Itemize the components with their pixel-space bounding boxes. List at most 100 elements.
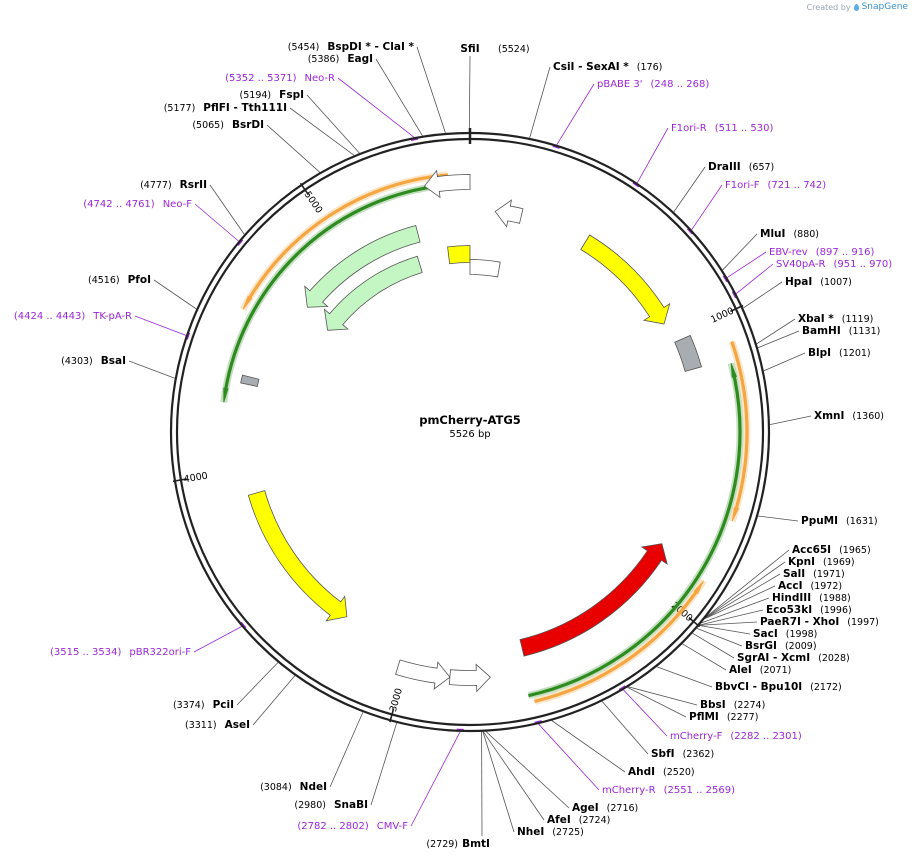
enzyme-site-pflfi-tth111i: PflFI - Tth111I(5177)	[164, 102, 287, 114]
enzyme-site-xbai: XbaI *(1119)	[798, 313, 873, 325]
feature-sv40-poly-a-signal	[674, 334, 702, 372]
site-position: (2725)	[552, 827, 584, 838]
scale-ticks: 10002000300040005000	[172, 182, 744, 723]
label-leader	[735, 263, 774, 294]
site-position: (1997)	[847, 617, 879, 628]
enzyme-site-paer7i-xhoi: PaeR7I - XhoI(1997)	[760, 616, 879, 628]
site-name: PpuMI	[801, 515, 838, 527]
label-leader	[673, 166, 706, 213]
label-leader	[627, 686, 687, 718]
site-position: (4777)	[140, 180, 172, 191]
label-leader	[706, 549, 790, 618]
enzyme-site-hpai: HpaI(1007)	[785, 276, 852, 288]
label-leader	[704, 585, 776, 619]
tick-mark	[172, 478, 187, 483]
site-position: (951 .. 970)	[833, 259, 892, 270]
tick-mark	[730, 304, 744, 313]
label-leader	[194, 203, 239, 242]
orf-arrow	[223, 183, 450, 403]
site-name: AhdI	[628, 766, 655, 778]
site-name: XmnI	[814, 410, 844, 422]
site-name: RsrII	[180, 179, 207, 191]
label-leader	[696, 627, 743, 647]
site-position: (2009)	[785, 641, 817, 652]
label-leader	[769, 415, 812, 426]
site-position: (5386)	[308, 54, 340, 65]
label-leader	[551, 720, 626, 773]
site-position: (248 .. 268)	[651, 79, 710, 90]
label-leader	[623, 689, 668, 737]
site-name: SbfI	[651, 748, 675, 760]
feature-mcherry	[519, 543, 668, 657]
site-position: (721 .. 742)	[767, 180, 826, 191]
site-name: NheI	[517, 826, 544, 838]
label-leader	[722, 233, 758, 271]
label-leader	[266, 124, 321, 173]
enzyme-site-ndei: NdeI(3084)	[260, 781, 327, 793]
site-position: (3311)	[185, 720, 217, 731]
enzyme-site-afei: AfeI(2724)	[547, 814, 610, 826]
label-leader	[636, 127, 669, 184]
site-position: (1965)	[839, 545, 871, 556]
site-name: SnaBI	[334, 799, 368, 811]
label-leader	[410, 731, 461, 827]
primer-site-cmv-f: CMV-F(2782 .. 2802)	[297, 821, 408, 832]
enzyme-site-bsai: BsaI (4303)	[61, 355, 126, 367]
label-leader	[289, 107, 355, 156]
site-position: (1131)	[849, 326, 881, 337]
enzyme-site-acc65i: Acc65I(1965)	[792, 544, 871, 556]
primer-site-neo-f: Neo-F(4742 .. 4761)	[83, 199, 192, 210]
map-center: pmCherry-ATG5 5526 bp	[419, 413, 521, 440]
site-name: F1ori-F	[725, 180, 760, 191]
enzyme-site-eco53ki: Eco53kI (1996)	[766, 604, 852, 616]
site-position: (3084)	[260, 782, 292, 793]
site-position: (5065)	[192, 120, 224, 131]
site-name: CMV-F	[377, 821, 408, 832]
enzyme-site-saci: SacI(1998)	[753, 628, 817, 640]
site-position: (1360)	[852, 411, 884, 422]
site-name: BsaI	[101, 355, 126, 367]
enzyme-site-draiii: DraIII(657)	[708, 161, 774, 173]
site-position: (2172)	[810, 682, 842, 693]
site-name: pBABE 3'	[597, 79, 643, 90]
site-name: mCherry-R	[602, 785, 656, 796]
enzyme-site-pfoi: PfoI(4516)	[88, 274, 151, 286]
site-position: (897 .. 916)	[816, 247, 875, 258]
label-leader	[209, 184, 245, 235]
site-position: (4424 .. 4443)	[14, 311, 86, 322]
site-name: SacI	[753, 628, 778, 640]
site-name: AfeI	[547, 814, 571, 826]
site-position: (176)	[637, 62, 663, 73]
site-position: (5194)	[240, 90, 272, 101]
site-name: BsrGI	[745, 640, 777, 652]
label-leader	[656, 666, 713, 688]
orf-arrow	[242, 173, 449, 310]
site-position: (5352 .. 5371)	[225, 73, 297, 84]
site-position: (4303)	[61, 356, 93, 367]
site-name: XbaI *	[798, 313, 834, 325]
site-position: (1996)	[820, 605, 852, 616]
label-leader	[236, 662, 279, 706]
watermark-brand: SnapGene	[861, 2, 908, 12]
site-name: TK-pA-R	[92, 311, 132, 322]
feature-f1-ori	[580, 234, 671, 325]
tick-label: 3000	[388, 687, 405, 713]
site-position: (4742 .. 4761)	[83, 199, 155, 210]
tick-label: 4000	[183, 471, 209, 486]
label-leader	[485, 731, 570, 809]
enzyme-site-alei: AleI(2071)	[729, 664, 791, 676]
label-leader	[704, 573, 781, 619]
site-name: pBR322ori-F	[129, 647, 191, 658]
site-name: SgrAI - XcmI	[737, 652, 810, 664]
plasmid-name: pmCherry-ATG5	[419, 413, 521, 427]
orf-arrow	[534, 580, 705, 703]
label-leader	[128, 360, 175, 379]
label-leader	[370, 722, 398, 806]
site-name: SalI	[783, 568, 805, 580]
site-position: (4516)	[88, 275, 120, 286]
site-name: DraIII	[708, 161, 741, 173]
enzyme-site-eagi: EagI(5386)	[308, 53, 373, 65]
site-name: Eco53kI	[766, 604, 812, 616]
site-name: BmtI	[462, 838, 490, 850]
site-position: (2071)	[760, 665, 792, 676]
